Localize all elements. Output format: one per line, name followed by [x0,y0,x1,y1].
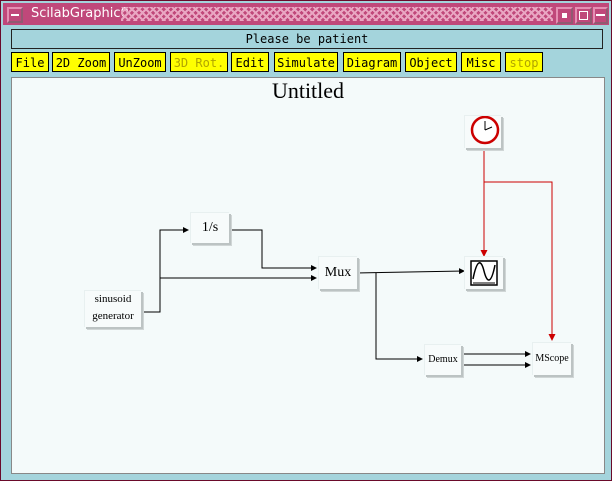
diagram-title: Untitled [271,78,345,103]
diagram-canvas[interactable]: Untitled [11,77,605,474]
title-bar[interactable]: ScilabGraphic0 [3,3,609,25]
maximize-button[interactable] [575,7,592,24]
sinusoid-generator-block[interactable]: sinusoid generator [84,290,141,327]
scope-icon [470,260,498,286]
menu-edit[interactable]: Edit [231,52,269,72]
clock-block[interactable] [464,115,501,148]
demux-block[interactable]: Demux [424,344,461,375]
sinusoid-label-line1: sinusoid [94,293,132,305]
title-bar-texture [121,7,553,21]
menu-diagram[interactable]: Diagram [343,52,401,72]
menu-file[interactable]: File [11,52,49,72]
link-integrator-to-mux[interactable] [230,229,317,271]
maximize-icon [579,11,588,20]
scope-block[interactable] [464,256,503,289]
menu-object[interactable]: Object [405,52,457,72]
status-message: Please be patient [11,29,603,49]
sinusoid-label-line2: generator [92,310,134,322]
window-menu-button[interactable] [7,7,23,23]
link-mux-to-demux[interactable] [375,273,423,362]
minimize-icon [562,13,567,18]
mscope-block[interactable]: MScope [532,342,571,375]
minimize-button[interactable] [556,7,573,24]
menu-3d-rot[interactable]: 3D Rot. [170,52,228,72]
menu-bar: File 2D Zoom UnZoom 3D Rot. Edit Simulat… [11,52,603,74]
window-title: ScilabGraphic0 [27,5,133,23]
close-button[interactable] [593,7,608,24]
integrator-block[interactable]: 1/s [190,212,229,243]
mux-block[interactable]: Mux [318,256,357,289]
close-icon [596,14,605,16]
clock-icon [470,115,500,145]
link-mux-to-scope[interactable] [355,268,465,275]
event-link-clock-to-mscope[interactable] [484,181,556,341]
link-layer [140,148,556,368]
menu-misc[interactable]: Misc [461,52,501,72]
menu-unzoom[interactable]: UnZoom [114,52,166,72]
link-sine-to-integrator[interactable] [140,227,189,313]
menu-stop[interactable]: stop [505,52,543,72]
menu-2d-zoom[interactable]: 2D Zoom [52,52,110,72]
menu-simulate[interactable]: Simulate [274,52,338,72]
